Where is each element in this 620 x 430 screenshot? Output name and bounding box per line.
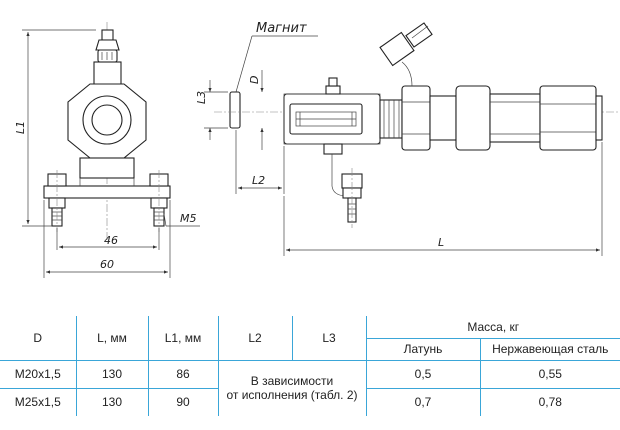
header-mass: Масса, кг <box>365 316 620 338</box>
dim-d: D <box>248 70 264 150</box>
cell-d: M25x1,5 <box>14 395 61 410</box>
dim-46-label: 46 <box>104 234 118 247</box>
front-view <box>43 22 171 240</box>
dim-46: 46 <box>56 228 160 250</box>
dim-m5-label: M5 <box>180 212 197 225</box>
table-row: M20x1,5 130 86 В зависимости от исполнен… <box>0 360 620 416</box>
header-d: D <box>0 316 76 361</box>
cell-d: M20x1,5 <box>0 360 76 389</box>
merged-note: В зависимости от исполнения (табл. 2) <box>217 360 366 416</box>
dim-l-label: L <box>438 236 444 249</box>
cell-steel: 0,55 <box>479 360 620 389</box>
dim-l3: L3 <box>195 80 228 140</box>
cell-l1: 90 <box>147 388 218 416</box>
cell-brass: 0,5 <box>365 360 480 389</box>
merged-note-line1: В зависимости <box>250 374 334 389</box>
spec-table: D L, мм L1, мм L2 L3 Масса, кг Латунь Не… <box>0 316 620 416</box>
header-steel: Нержавеющая сталь <box>479 337 620 361</box>
dim-l1: L1 <box>14 29 96 227</box>
table-row: M25x1,5 130 90 0,7 0,78 <box>0 388 620 416</box>
cell-l: 130 <box>75 360 148 389</box>
dim-l2-label: L2 <box>252 174 265 187</box>
header-l1: L1, мм <box>147 316 218 361</box>
magnet-label: Магнит <box>256 21 307 36</box>
cell-l1: 86 <box>147 360 218 389</box>
dim-l: L <box>283 142 603 256</box>
side-view <box>283 22 603 228</box>
merged-note-line2: от исполнения (табл. 2) <box>226 388 358 403</box>
dim-60-label: 60 <box>100 258 114 271</box>
header-l2: L2 <box>217 316 292 361</box>
cell-brass: 0,7 <box>365 388 480 416</box>
header-brass: Латунь <box>365 337 480 361</box>
cell-steel: 0,78 <box>479 388 620 416</box>
header-l: L, мм <box>75 316 148 361</box>
dim-d-label: D <box>248 76 261 84</box>
dim-m5: M5 <box>163 212 200 227</box>
dim-l1-label: L1 <box>14 121 27 134</box>
dim-60: 60 <box>43 200 171 278</box>
dim-l2: L2 <box>235 130 285 194</box>
header-l3: L3 <box>291 316 366 361</box>
technical-drawing: L1 46 M5 60 Магнит L3 D <box>14 21 618 278</box>
dim-l3-label: L3 <box>195 91 208 104</box>
cell-l: 130 <box>75 388 148 416</box>
